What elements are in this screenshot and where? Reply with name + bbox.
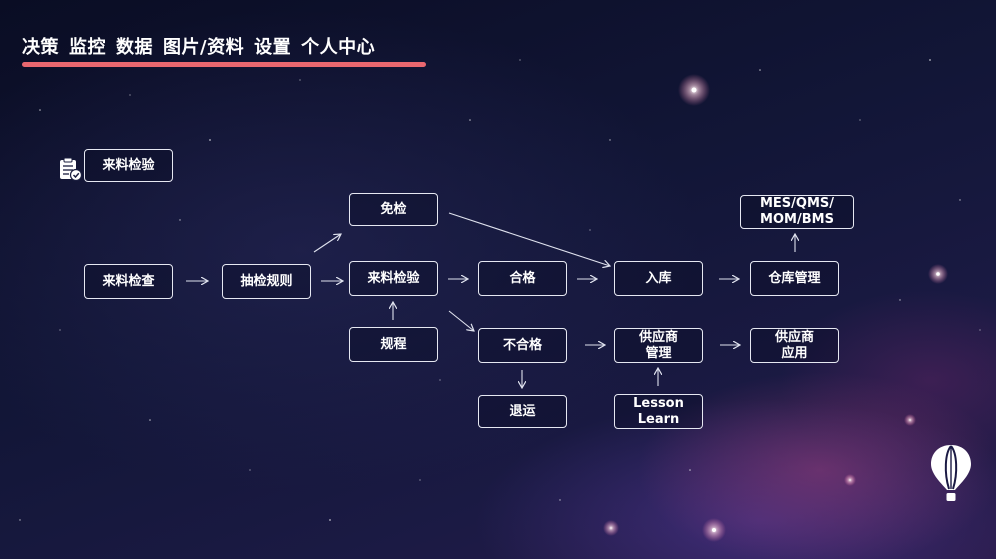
node-lesson-learn[interactable]: Lesson Learn bbox=[614, 394, 703, 429]
section-label-incoming-inspection: 来料检验 bbox=[84, 149, 173, 182]
nav-item-monitor[interactable]: 监控 bbox=[69, 37, 106, 58]
node-sampling-rules[interactable]: 抽检规则 bbox=[222, 264, 311, 299]
node-qualified[interactable]: 合格 bbox=[478, 261, 567, 296]
top-navigation: 决策 监控 数据 图片/资料 设置 个人中心 bbox=[22, 33, 375, 59]
node-warehouse-management[interactable]: 仓库管理 bbox=[750, 261, 839, 296]
arrow-exempt-to-warehousing bbox=[448, 212, 610, 266]
nav-item-personal-center[interactable]: 个人中心 bbox=[301, 37, 376, 58]
node-systems[interactable]: MES/QMS/ MOM/BMS bbox=[740, 195, 854, 229]
arrow-rules-to-exempt bbox=[313, 234, 341, 253]
node-procedure[interactable]: 规程 bbox=[349, 327, 438, 362]
node-warehousing[interactable]: 入库 bbox=[614, 261, 703, 296]
node-supplier-application[interactable]: 供应商 应用 bbox=[750, 328, 839, 363]
nav-item-decision[interactable]: 决策 bbox=[22, 37, 59, 58]
arrow-inspection-to-unqualified bbox=[448, 310, 474, 331]
node-supplier-management[interactable]: 供应商 管理 bbox=[614, 328, 703, 363]
nav-item-data[interactable]: 数据 bbox=[116, 37, 153, 58]
node-inspection[interactable]: 来料检验 bbox=[349, 261, 438, 296]
hot-air-balloon-icon bbox=[931, 445, 971, 501]
clipboard-check-icon bbox=[60, 157, 83, 182]
node-return[interactable]: 退运 bbox=[478, 395, 567, 428]
node-incoming-check[interactable]: 来料检查 bbox=[84, 264, 173, 299]
node-unqualified[interactable]: 不合格 bbox=[478, 328, 567, 363]
node-exempt[interactable]: 免检 bbox=[349, 193, 438, 226]
nav-item-settings[interactable]: 设置 bbox=[254, 37, 292, 58]
nav-underline bbox=[22, 62, 426, 67]
nav-item-images-docs[interactable]: 图片/资料 bbox=[163, 37, 245, 58]
